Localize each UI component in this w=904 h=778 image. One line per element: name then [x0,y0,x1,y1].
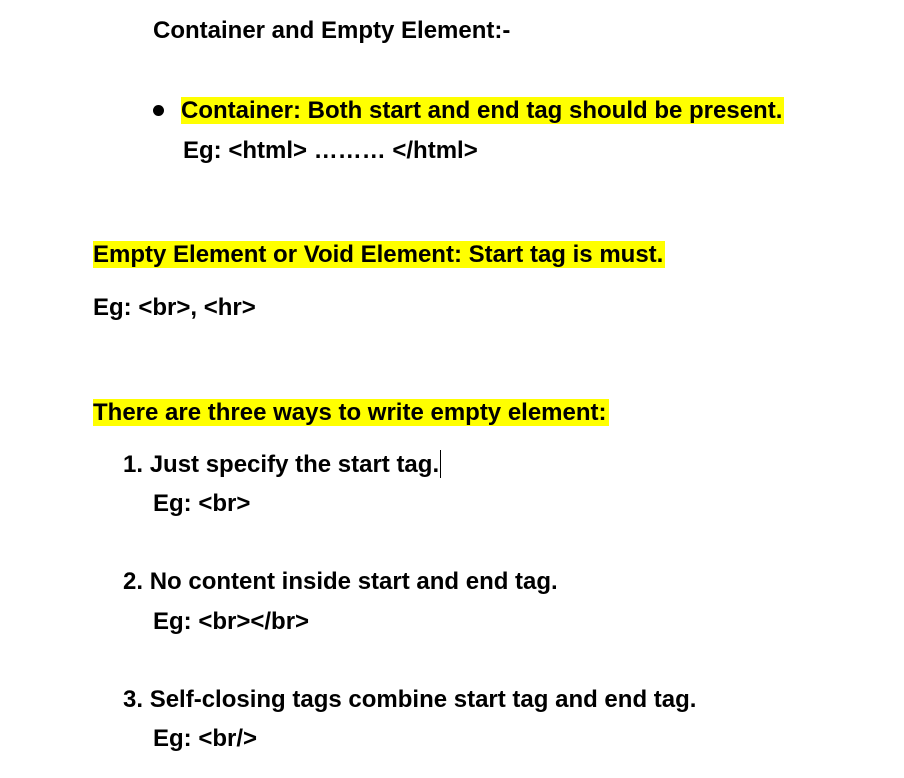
container-bullet-text: Container: Both start and end tag should… [181,97,785,124]
container-example: Eg: <html> ……… </html> [183,137,478,164]
list-item-text: No content inside start and end tag. [149,568,558,595]
list-item-example: Eg: <br/> [153,725,258,752]
list-item: 3. Self-closing tags combine start tag a… [123,684,696,716]
page-heading: Container and Empty Element:- [153,17,511,44]
list-item-text: Just specify the start tag. [149,451,440,478]
list-item-number: 2. [123,568,144,595]
list-item-number: 1. [123,451,144,478]
empty-element-title: Empty Element or Void Element: Start tag… [93,239,666,271]
empty-element-title-text: Empty Element or Void Element: Start tag… [93,241,666,268]
empty-element-example: Eg: <br>, <hr> [93,294,256,321]
ways-title-text: There are three ways to write empty elem… [93,399,609,426]
ways-title: There are three ways to write empty elem… [93,397,609,429]
text-cursor [440,450,442,478]
list-item: 1. Just specify the start tag. [123,449,442,481]
list-item-example: Eg: <br> [153,490,251,517]
list-item-text: Self-closing tags combine start tag and … [149,686,697,713]
bullet-icon [153,105,164,116]
container-bullet: Container: Both start and end tag should… [181,95,785,127]
list-item: 2. No content inside start and end tag. [123,566,558,598]
list-item-number: 3. [123,686,144,713]
list-item-example: Eg: <br></br> [153,608,310,635]
